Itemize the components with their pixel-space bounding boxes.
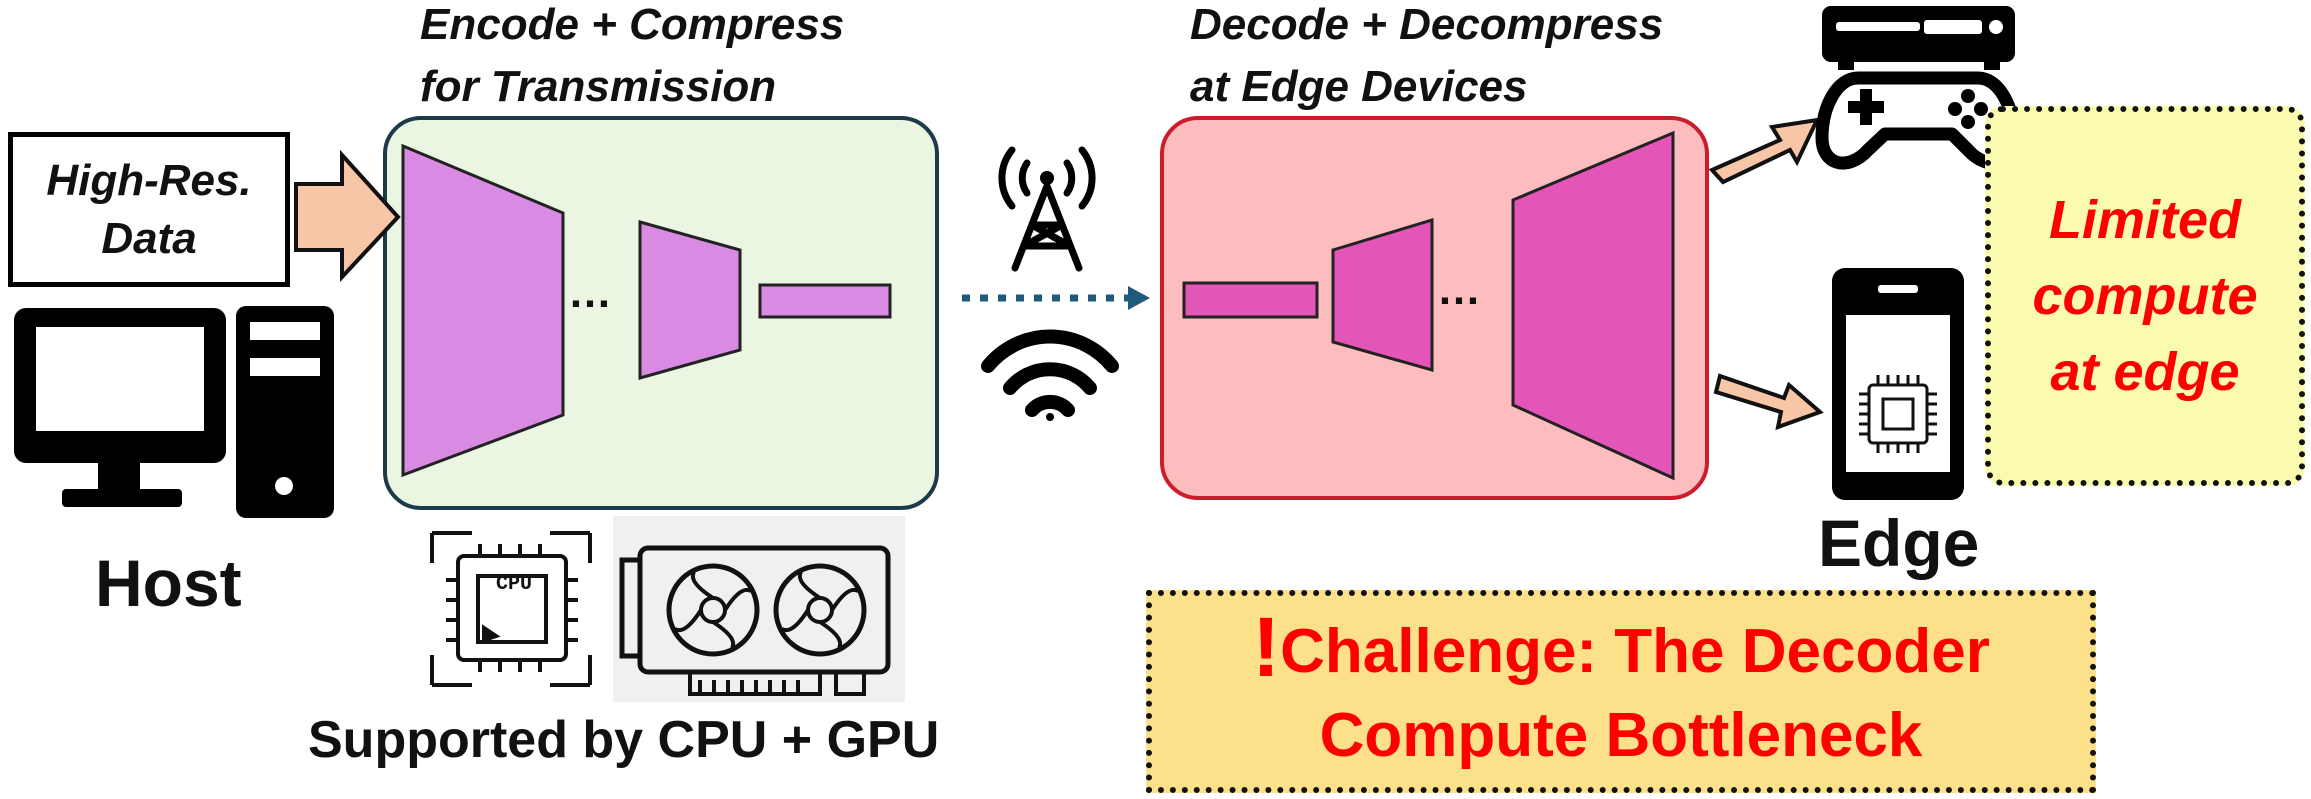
- gpu-card-icon: [613, 516, 905, 702]
- hardware-label: Supported by CPU + GPU: [308, 711, 940, 769]
- limited-line2: compute: [2032, 266, 2258, 326]
- decoder-layer-large: [1511, 130, 1675, 481]
- smartphone-icon: [1832, 268, 1964, 500]
- limited-line3: at edge: [2050, 342, 2240, 402]
- host-label: Host: [95, 546, 242, 620]
- encoder-layer-large: [401, 143, 565, 478]
- input-data-line2: Data: [101, 213, 197, 263]
- limited-line1: Limited: [2048, 190, 2241, 250]
- decoder-title-line1: Decode + Decompress: [1190, 0, 1664, 49]
- wifi-icon: [981, 329, 1119, 421]
- challenge-line1-row: !Challenge: The Decoder: [1252, 605, 1990, 694]
- console-icon: [1822, 6, 2015, 70]
- encoder-layer-medium: [638, 220, 742, 380]
- encoder-panel: [383, 116, 939, 510]
- decoder-title-line2: at Edge Devices: [1190, 62, 1528, 111]
- arrow-to-console: [1708, 117, 1821, 185]
- encoder-ellipsis: …: [568, 268, 612, 317]
- limited-compute-box: Limited compute at edge: [1985, 106, 2305, 486]
- decoder-panel: [1160, 116, 1709, 500]
- latent-code-encoder: [758, 283, 892, 319]
- encoder-title-line1: Encode + Compress: [420, 0, 845, 49]
- desktop-computer-icon: [14, 306, 334, 518]
- cpu-chip-icon: [425, 528, 597, 690]
- arrow-to-phone: [1713, 373, 1824, 431]
- decoder-layer-medium: [1331, 217, 1434, 372]
- challenge-box: !Challenge: The Decoder Compute Bottlene…: [1146, 590, 2096, 793]
- warning-mark-icon: !: [1252, 600, 1281, 694]
- input-data-line1: High-Res.: [46, 155, 252, 205]
- challenge-line2: Compute Bottleneck: [1319, 701, 1923, 770]
- input-arrow: [294, 149, 401, 283]
- input-data-box: High-Res. Data: [8, 132, 290, 287]
- encoder-title-line2: for Transmission: [420, 62, 777, 111]
- latent-code-decoder: [1182, 281, 1319, 319]
- cell-tower-icon: [998, 146, 1096, 272]
- cpu-chip-text: CPU: [496, 573, 533, 596]
- challenge-line1: Challenge: The Decoder: [1280, 617, 1990, 686]
- edge-label: Edge: [1818, 506, 1980, 580]
- transmission-link: [962, 286, 1150, 310]
- decoder-ellipsis: …: [1437, 265, 1481, 314]
